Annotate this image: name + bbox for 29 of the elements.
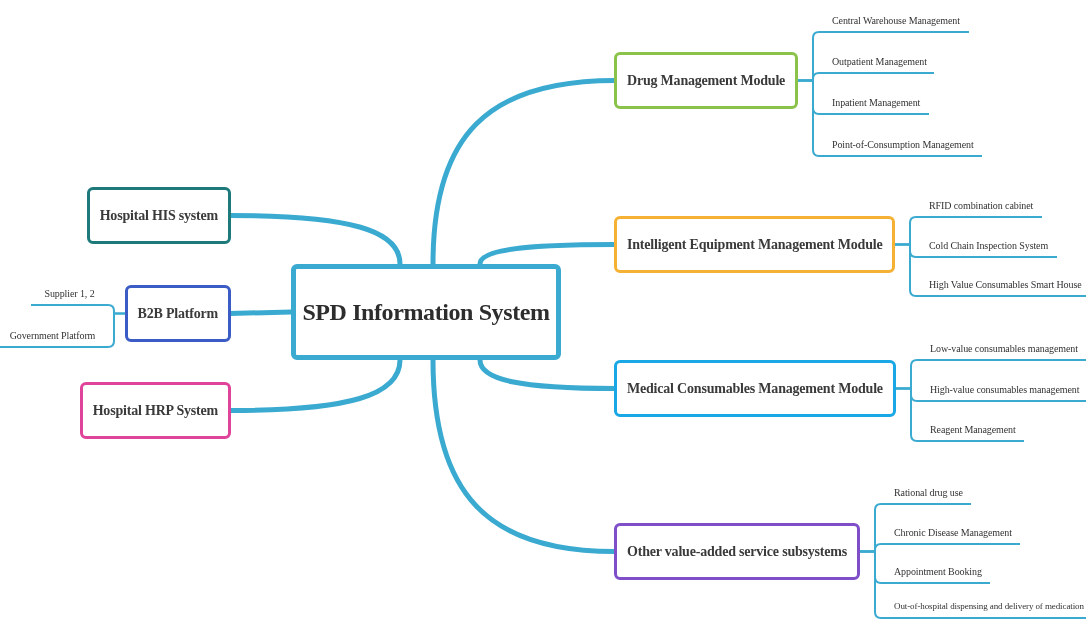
- subtopic-label: Reagent Management: [917, 420, 1024, 442]
- branch-line: [895, 387, 918, 442]
- subtopic-label: High Value Consumables Smart House: [916, 275, 1086, 297]
- branch-line: [797, 79, 820, 157]
- branch-line: [859, 550, 882, 619]
- subtopic-label: Inpatient Management: [819, 93, 929, 115]
- subtopic-label: Central Warehouse Management: [819, 11, 969, 33]
- subtopic-label: Cold Chain Inspection System: [916, 236, 1057, 258]
- central-topic-box: SPD Information System: [291, 264, 561, 360]
- subtopic-label: Point-of-Consumption Management: [819, 135, 982, 157]
- branch-line: [107, 312, 126, 348]
- topic-box: Intelligent Equipment Management Module: [614, 216, 896, 273]
- subtopic-label: Out-of-hospital dispensing and delivery of medication: [881, 597, 1086, 619]
- topic-box: Drug Management Module: [614, 52, 799, 109]
- subtopic-label: Chronic Disease Management: [881, 523, 1020, 545]
- topic-box: Hospital HIS system: [86, 187, 231, 244]
- subtopic-label: RFID combination cabinet: [916, 196, 1042, 218]
- topic-box: Other value-added service subsystems: [614, 523, 861, 580]
- subtopic-label: Government Platform: [0, 326, 108, 348]
- subtopic-label: Rational drug use: [881, 483, 971, 505]
- topic-box: Hospital HRP System: [79, 382, 231, 439]
- branch-line: [894, 243, 917, 297]
- subtopic-label: Outpatient Management: [819, 52, 934, 74]
- subtopic-label: Appointment Booking: [881, 562, 990, 584]
- subtopic-label: Low-value consumables management: [917, 339, 1086, 361]
- topic-box: Medical Consumables Management Module: [614, 360, 896, 417]
- topic-box: B2B Platform: [124, 285, 231, 342]
- subtopic-label: Supplier 1, 2: [31, 284, 108, 306]
- subtopic-label: High-value consumables management: [917, 380, 1086, 402]
